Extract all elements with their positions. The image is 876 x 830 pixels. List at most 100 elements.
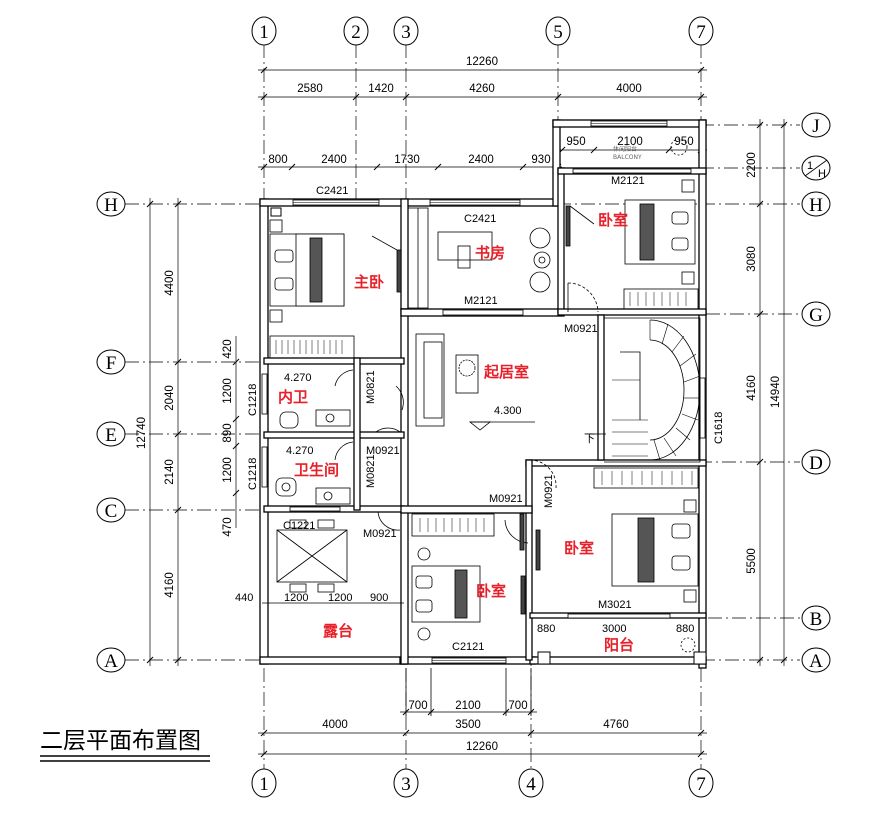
svg-text:470: 470 <box>222 517 234 536</box>
svg-text:12260: 12260 <box>466 741 498 753</box>
svg-text:900: 900 <box>370 592 388 604</box>
svg-text:M0921: M0921 <box>543 474 555 508</box>
svg-text:C: C <box>105 501 118 522</box>
svg-text:14940: 14940 <box>770 376 782 408</box>
room-label-bedroom-ne: 卧室 <box>598 211 628 229</box>
axis-bottom-1: 1 <box>251 768 277 798</box>
svg-text:4000: 4000 <box>616 83 642 95</box>
svg-text:3: 3 <box>401 22 411 43</box>
svg-text:H: H <box>818 168 826 180</box>
svg-text:M0821: M0821 <box>365 370 377 404</box>
svg-text:M0921: M0921 <box>366 445 400 457</box>
svg-text:B: B <box>810 609 823 630</box>
axis-left-C: C <box>96 497 126 523</box>
axis-top-3: 3 <box>393 16 419 46</box>
svg-text:C2421: C2421 <box>316 185 348 197</box>
svg-text:D: D <box>809 453 823 474</box>
axis-right-B: B <box>801 605 831 631</box>
room-label-balcony: 阳台 <box>604 636 634 654</box>
svg-text:G: G <box>809 305 823 326</box>
svg-text:12260: 12260 <box>466 56 498 68</box>
furniture <box>262 138 701 653</box>
svg-text:4400: 4400 <box>164 270 176 296</box>
svg-text:2040: 2040 <box>164 385 176 411</box>
svg-text:M0921: M0921 <box>564 323 598 335</box>
axis-right-D: D <box>801 449 831 475</box>
svg-text:4.300: 4.300 <box>494 405 522 417</box>
room-label-study: 书房 <box>475 244 505 262</box>
svg-text:1200: 1200 <box>328 592 352 604</box>
svg-text:M2121: M2121 <box>464 295 498 307</box>
svg-text:1730: 1730 <box>394 154 420 166</box>
svg-text:7: 7 <box>696 774 706 795</box>
svg-text:2100: 2100 <box>455 700 481 712</box>
axis-top-2: 2 <box>343 16 369 46</box>
axis-right-H: H <box>801 191 831 217</box>
drawing-title: 二层平面布置图 <box>40 728 201 754</box>
svg-text:1420: 1420 <box>368 83 394 95</box>
svg-text:7: 7 <box>696 22 706 43</box>
svg-text:4000: 4000 <box>322 719 348 731</box>
svg-text:H: H <box>104 195 118 216</box>
svg-text:1: 1 <box>807 160 813 172</box>
axis-top-5: 5 <box>545 16 571 46</box>
svg-text:C1218: C1218 <box>247 384 259 416</box>
room-label-bedroom-s: 卧室 <box>476 582 506 600</box>
svg-text:C1221: C1221 <box>283 520 315 532</box>
svg-text:A: A <box>104 651 118 672</box>
svg-text:4: 4 <box>526 774 536 795</box>
svg-text:M0921: M0921 <box>489 493 523 505</box>
svg-text:1200: 1200 <box>222 457 234 483</box>
axis-top-1: 1 <box>251 16 277 46</box>
svg-text:M2121: M2121 <box>611 175 645 187</box>
svg-text:12740: 12740 <box>136 417 148 449</box>
room-label-inner-bath: 内卫 <box>278 388 308 406</box>
room-label-living: 起居室 <box>483 363 529 381</box>
room-label-leisure-balcony: 休闲阳台 <box>613 145 637 153</box>
drawing-title-block: 二层平面布置图 <box>40 728 210 762</box>
svg-text:J: J <box>812 116 819 137</box>
svg-text:1200: 1200 <box>284 592 308 604</box>
svg-text:C2421: C2421 <box>464 213 496 225</box>
axis-left-E: E <box>96 421 126 447</box>
right-dimensions: 2200 3080 4160 5500 14940 <box>746 119 788 666</box>
svg-text:C1218: C1218 <box>247 458 259 490</box>
svg-text:3080: 3080 <box>746 246 758 272</box>
svg-text:3: 3 <box>401 774 411 795</box>
svg-text:440: 440 <box>235 592 253 604</box>
svg-text:3000: 3000 <box>602 623 626 635</box>
room-label-balcony-en: BALCONY <box>613 154 642 161</box>
svg-text:2140: 2140 <box>164 459 176 485</box>
svg-text:800: 800 <box>268 154 287 166</box>
axis-left-F: F <box>96 349 126 375</box>
svg-text:M3021: M3021 <box>598 599 632 611</box>
axis-left-A: A <box>96 647 126 673</box>
axis-top-7: 7 <box>688 16 714 46</box>
svg-text:880: 880 <box>537 623 555 635</box>
svg-text:C1618: C1618 <box>713 412 725 444</box>
openings <box>261 120 707 665</box>
svg-text:2100: 2100 <box>617 136 643 148</box>
svg-text:1: 1 <box>259 774 269 795</box>
svg-text:M0921: M0921 <box>363 528 397 540</box>
svg-text:4.270: 4.270 <box>286 445 314 457</box>
svg-text:4.270: 4.270 <box>284 372 312 384</box>
top-dimensions: 12260 2580 1420 4260 4000 800 2400 1730 … <box>258 56 707 171</box>
svg-text:950: 950 <box>566 136 585 148</box>
svg-text:下: 下 <box>584 433 595 445</box>
opening-codes: C2421 C2421 M2121 M2121 M0921 M0821 M092… <box>235 175 725 653</box>
axis-right-G: G <box>801 301 831 327</box>
room-label-terrace: 露台 <box>323 622 353 640</box>
svg-text:4260: 4260 <box>469 83 495 95</box>
axis-right-A: A <box>801 647 831 673</box>
svg-text:2200: 2200 <box>746 152 758 178</box>
svg-text:950: 950 <box>674 136 693 148</box>
svg-text:4760: 4760 <box>603 719 629 731</box>
svg-text:700: 700 <box>508 700 527 712</box>
axis-bubbles: 1 2 3 5 7 1 3 4 7 H F E C A J 1 H H G D … <box>96 16 831 798</box>
svg-text:5500: 5500 <box>746 548 758 574</box>
axis-bottom-3: 3 <box>393 768 419 798</box>
svg-text:700: 700 <box>408 700 427 712</box>
bottom-dimensions: 700 2100 700 4000 3500 4760 12260 <box>258 668 707 758</box>
